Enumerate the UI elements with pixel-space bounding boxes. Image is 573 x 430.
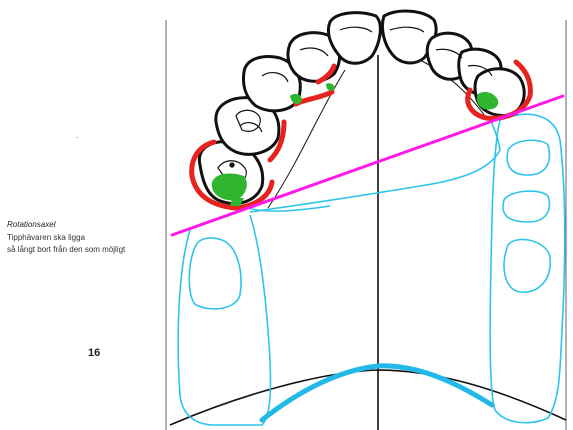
- stray-mark: .: [76, 131, 78, 140]
- note-line-2: så långt bort från den som möjligt: [7, 245, 125, 254]
- right-abutment-upper: [507, 140, 549, 175]
- framework-right-outline: [490, 114, 565, 422]
- rotation-axis-label: Rotationsaxel: [7, 220, 55, 229]
- page-number: 16: [88, 347, 100, 359]
- tooth-right-premolar: [475, 69, 524, 116]
- denture-base: [262, 366, 492, 420]
- palate-curve: [170, 370, 566, 425]
- rest-left-lateral: [326, 83, 334, 91]
- note-line-1: Tipphävaren ska ligga: [7, 233, 85, 242]
- teeth: [199, 11, 524, 203]
- right-abutment-lower: [504, 239, 550, 292]
- right-abutment-middle: [503, 191, 549, 222]
- left-abutment-outline: [189, 238, 241, 309]
